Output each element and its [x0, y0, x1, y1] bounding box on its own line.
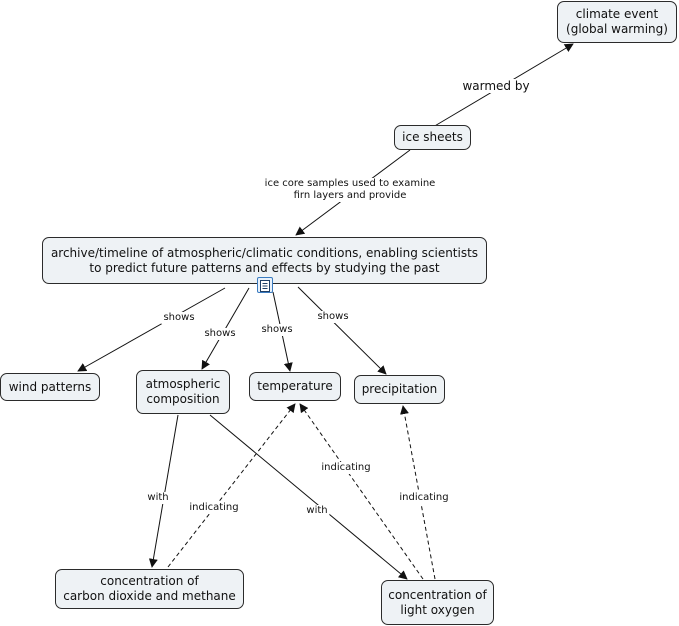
edge-atmospheric-composition-to-light-oxygen	[209, 414, 408, 580]
node-light-oxygen[interactable]: concentration of light oxygen	[381, 580, 494, 625]
node-atmospheric-composition[interactable]: atmospheric composition	[136, 370, 230, 414]
link-label-shows-temp: shows	[259, 324, 295, 336]
link-label-with-co2: with	[145, 492, 171, 504]
edge-co2-to-temperature	[167, 403, 296, 568]
link-label-with-oxygen: with	[304, 505, 330, 517]
node-precipitation[interactable]: precipitation	[354, 375, 445, 404]
link-label-ice-core: ice core samples used to examine firn la…	[262, 178, 438, 202]
document-icon[interactable]	[257, 277, 273, 293]
node-climate-event[interactable]: climate event (global warming)	[557, 1, 677, 43]
link-label-indicating-co2: indicating	[187, 502, 241, 514]
node-co2-methane[interactable]: concentration of carbon dioxide and meth…	[55, 569, 244, 609]
link-label-warmed-by: warmed by	[460, 79, 532, 93]
link-label-shows-precip: shows	[315, 311, 351, 323]
edge-archive-to-wind-patterns	[77, 287, 226, 372]
link-label-shows-wind: shows	[161, 312, 197, 324]
link-label-indicating-oxygen-precip: indicating	[397, 492, 451, 504]
link-label-shows-atmo: shows	[202, 328, 238, 340]
link-label-indicating-oxygen-temp: indicating	[319, 462, 373, 474]
edge-archive-to-precipitation	[297, 286, 387, 375]
edge-light-oxygen-to-temperature	[299, 403, 424, 580]
edge-atmospheric-composition-to-co2	[148, 414, 179, 568]
document-icon-glyph	[260, 280, 270, 292]
node-temperature[interactable]: temperature	[249, 372, 341, 401]
node-ice-sheets[interactable]: ice sheets	[394, 125, 471, 150]
node-wind-patterns[interactable]: wind patterns	[0, 373, 100, 401]
